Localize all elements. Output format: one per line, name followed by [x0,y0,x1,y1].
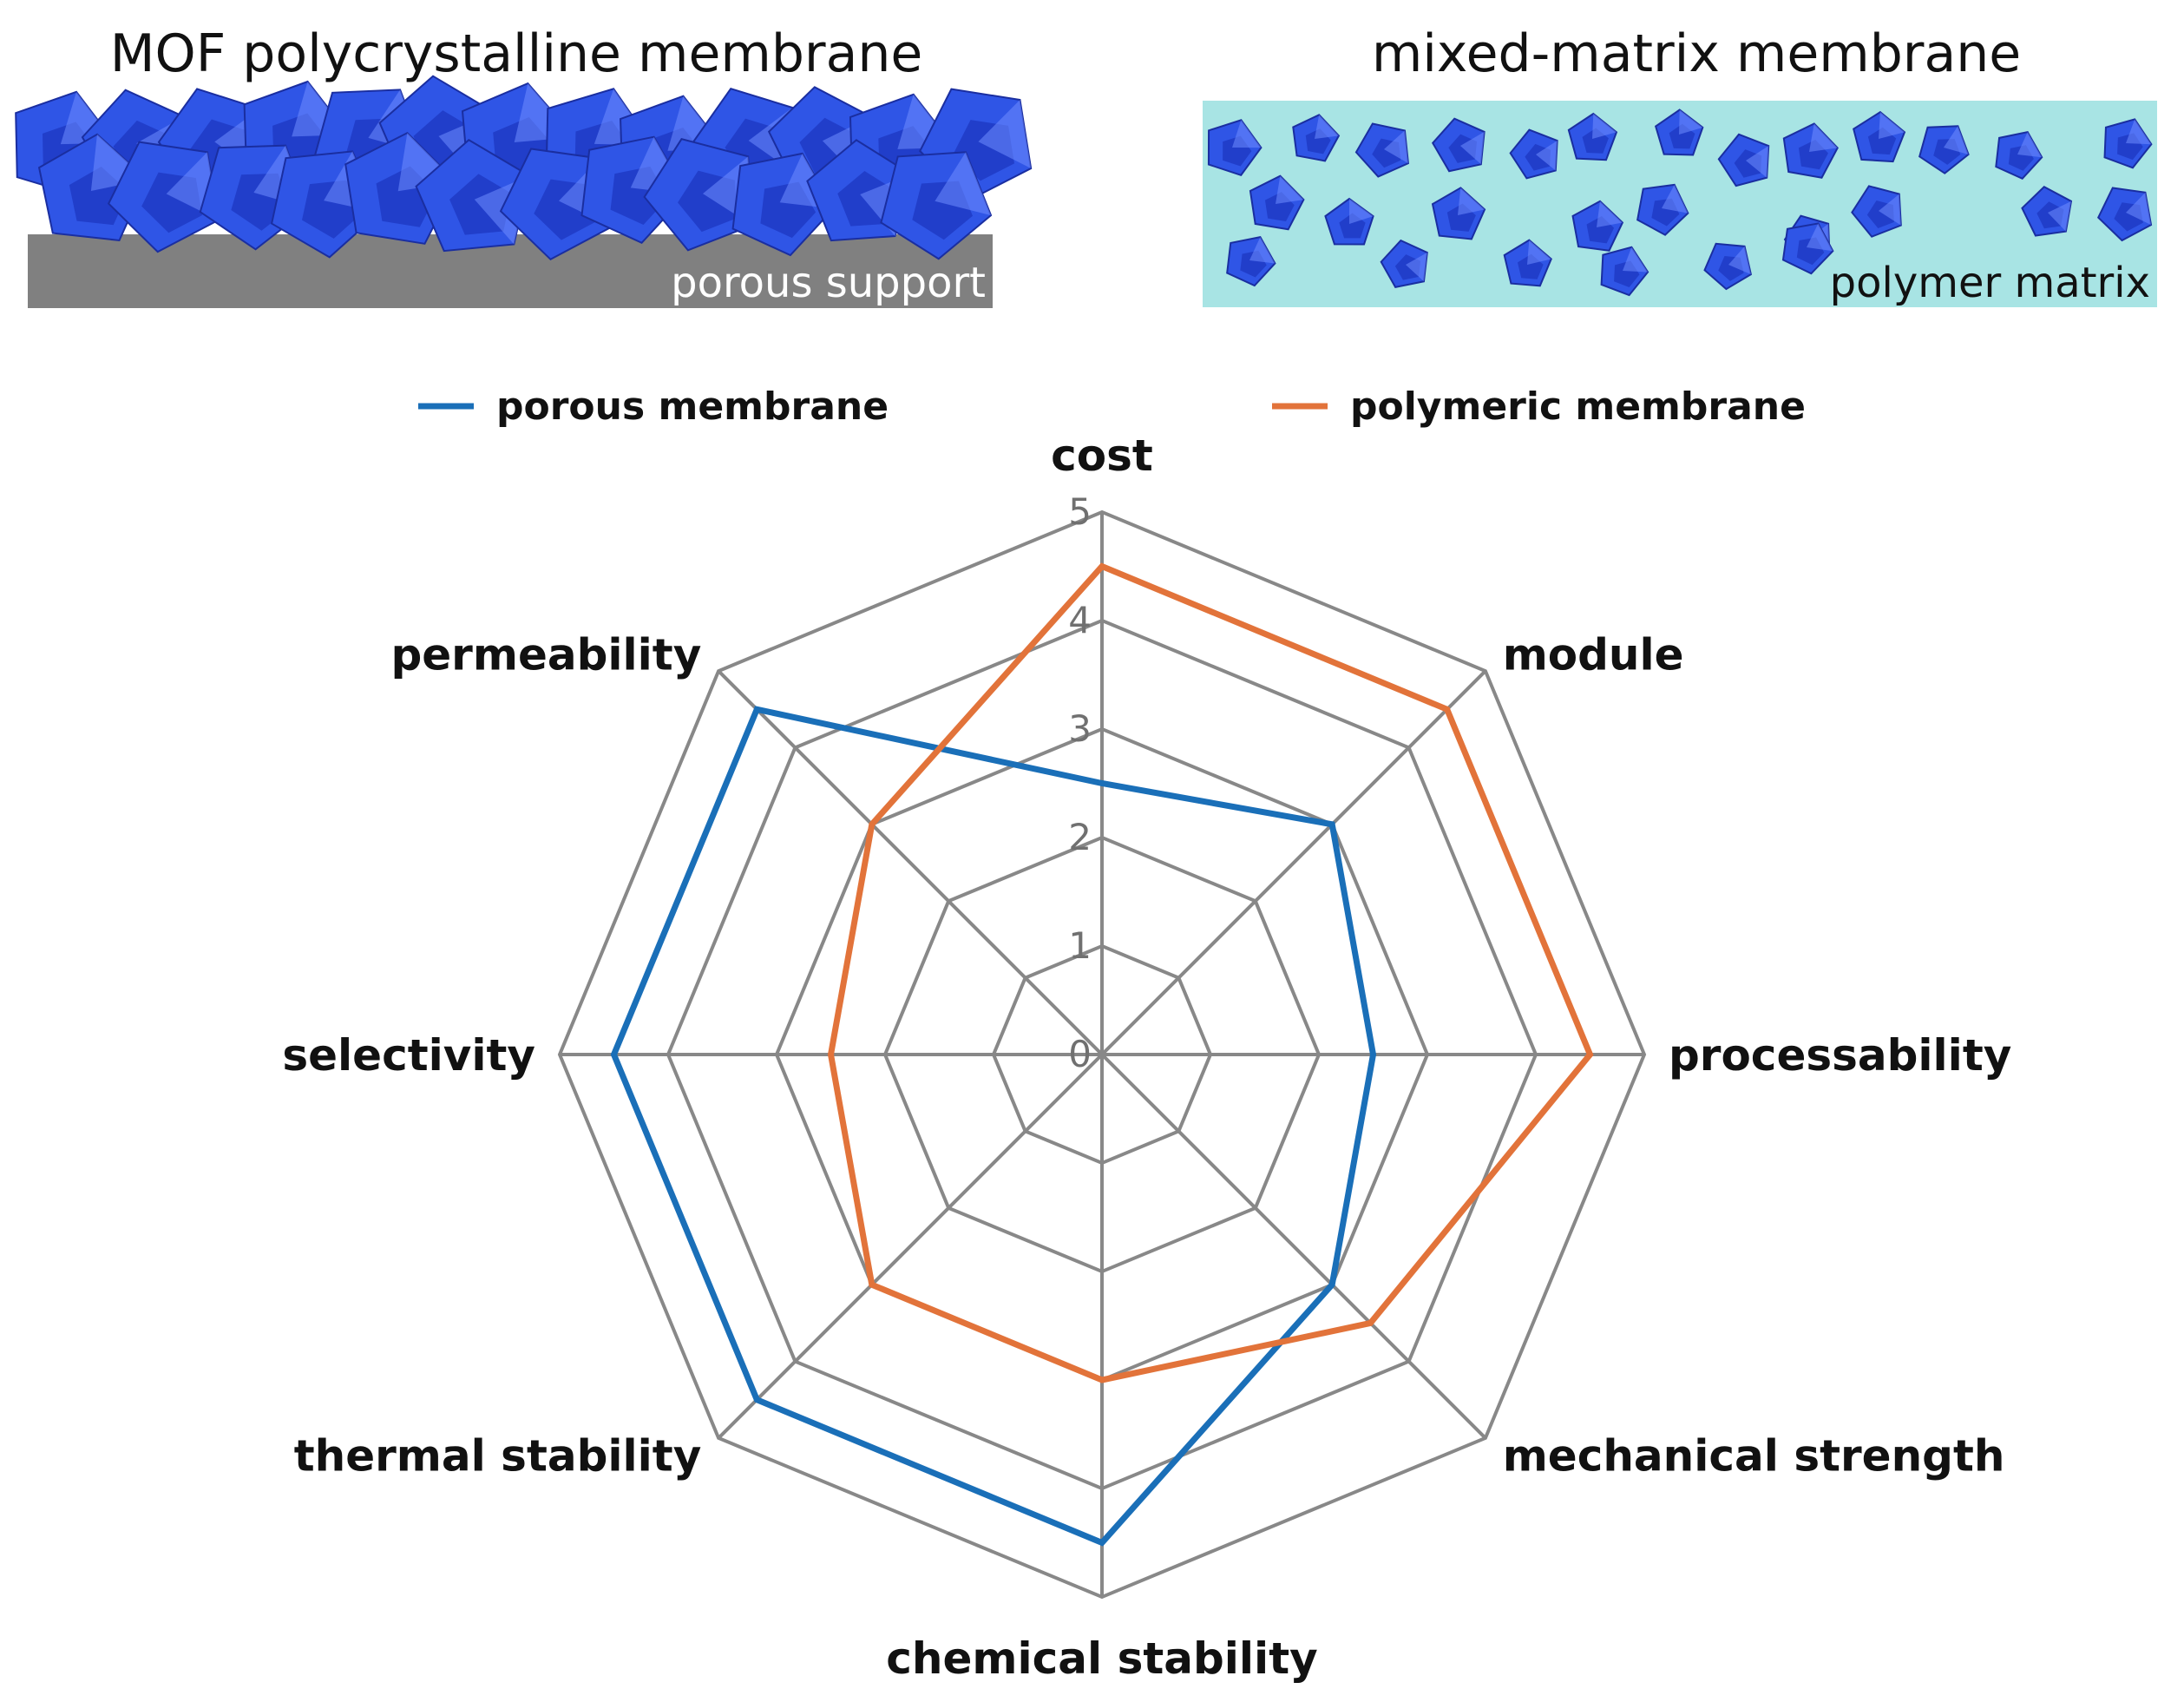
porous-support-layer [28,234,993,308]
radar-chart: 0 1 2 3 4 5 cost module processability mechanica… [282,430,2011,1684]
mof-particle [1703,242,1753,291]
grid-spoke [1100,1053,1487,1440]
series-line-porous [610,706,1377,1547]
axis-label-mechanical-strength: mechanical strength [1503,1431,2005,1482]
mof-particle [1431,117,1486,173]
mof-particle [1354,122,1410,178]
mof-particle [1571,200,1624,252]
axis-label-permeability: permeability [390,629,701,680]
mof-particle [1324,197,1374,246]
mof-particle [2103,118,2153,169]
legend-label-porous: porous membrane [496,384,889,429]
mof-particle [1636,183,1689,236]
axis-labels: cost module processability mechanical stren… [282,430,2011,1684]
tick-label: 1 [1068,924,1092,967]
axis-label-chemical-stability: chemical stability [886,1633,1317,1684]
mof-crystal [107,141,220,253]
mof-particle [1226,235,1276,287]
radial-tick-labels: 0 1 2 3 4 5 [1068,490,1092,1075]
mof-particle-group [1207,108,2153,297]
axis-label-processability: processability [1669,1030,2011,1081]
mof-particle [1249,174,1305,231]
right-panel-title: mixed-matrix membrane [1372,23,2021,84]
grid-spoke [717,1053,1104,1440]
left-panel-title: MOF polycrystalline membrane [110,23,923,84]
mof-particle [2021,186,2073,237]
left-panel: MOF polycrystalline membrane porous supp… [15,23,1033,308]
legend: porous membrane polymeric membrane [418,384,1806,429]
porous-support-label: porous support [671,259,986,307]
mof-particle [1781,222,1834,275]
mof-particle [1567,112,1618,161]
mof-particle [1503,239,1552,287]
right-panel: mixed-matrix membrane polymer matrix [1203,23,2157,307]
radar-series [610,562,1594,1547]
mof-crystal [880,151,993,260]
series-line-polymeric [827,562,1594,1383]
axis-label-cost: cost [1051,430,1153,481]
mof-particle [1717,133,1770,187]
tick-label: 0 [1068,1033,1092,1075]
axis-label-thermal-stability: thermal stability [294,1431,702,1482]
mof-particle [1292,114,1341,162]
tick-label: 3 [1068,707,1092,750]
mof-particle [1207,119,1263,176]
mof-particle [1654,108,1704,156]
mof-particle [1600,246,1649,297]
polymer-matrix-label: polymer matrix [1830,259,2150,307]
mof-particle [1995,131,2043,181]
mof-crystal-layer [15,75,1033,261]
tick-label: 5 [1068,490,1092,533]
mof-particle [1918,125,1970,174]
grid-spoke [717,669,1104,1056]
mof-particle [1431,187,1486,240]
mof-particle [1853,110,1906,163]
mof-particle [1380,239,1428,289]
mof-particle [2096,187,2153,242]
tick-label: 2 [1068,816,1092,858]
tick-label: 4 [1068,599,1092,641]
grid-spoke [1100,669,1487,1056]
mof-particle [1851,185,1902,238]
mof-particle [1509,128,1558,180]
radar-grid [557,509,1647,1600]
axis-label-module: module [1503,629,1684,680]
mof-particle [1782,122,1839,179]
axis-label-selectivity: selectivity [282,1030,535,1081]
legend-label-polymeric: polymeric membrane [1350,384,1806,429]
mof-crystal [37,133,148,242]
